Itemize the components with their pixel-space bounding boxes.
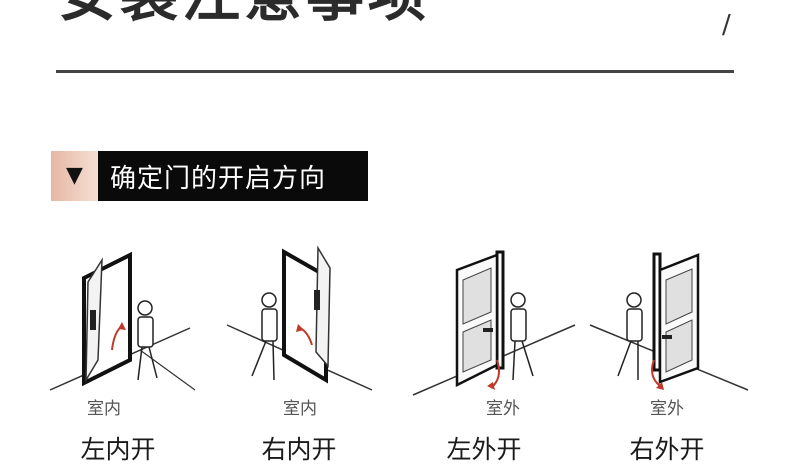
title-divider (56, 70, 734, 73)
room-label: 室内 (283, 399, 317, 419)
room-label: 室外 (650, 399, 684, 419)
room-label: 室外 (486, 399, 520, 419)
door-illustration-right-outward (588, 240, 768, 410)
badge-marker: ▼ (51, 151, 98, 201)
door-type-label: 左外开 (446, 435, 522, 464)
page-title: 安装注意事项 (58, 0, 430, 24)
room-label: 室内 (87, 399, 121, 419)
triangle-down-icon: ▼ (66, 163, 83, 188)
title-slash: / (722, 10, 731, 40)
door-type-label: 右内开 (261, 435, 337, 464)
door-type-label: 右外开 (629, 435, 705, 464)
door-illustration-right-inward (222, 240, 402, 410)
section-badge: ▼ 确定门的开启方向 (51, 151, 368, 201)
section-label: 确定门的开启方向 (98, 151, 368, 201)
door-type-label: 左内开 (80, 435, 156, 464)
door-illustration-left-inward (40, 240, 220, 410)
door-illustration-left-outward (405, 240, 585, 410)
